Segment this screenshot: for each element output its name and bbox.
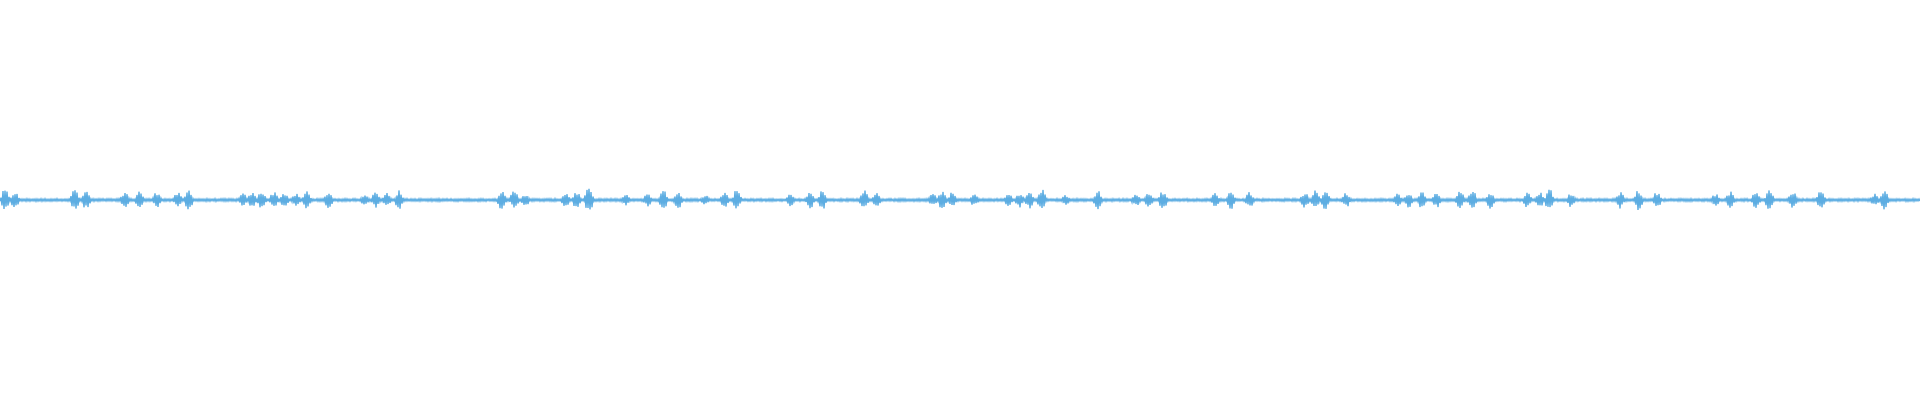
waveform-trace [0, 188, 1920, 211]
